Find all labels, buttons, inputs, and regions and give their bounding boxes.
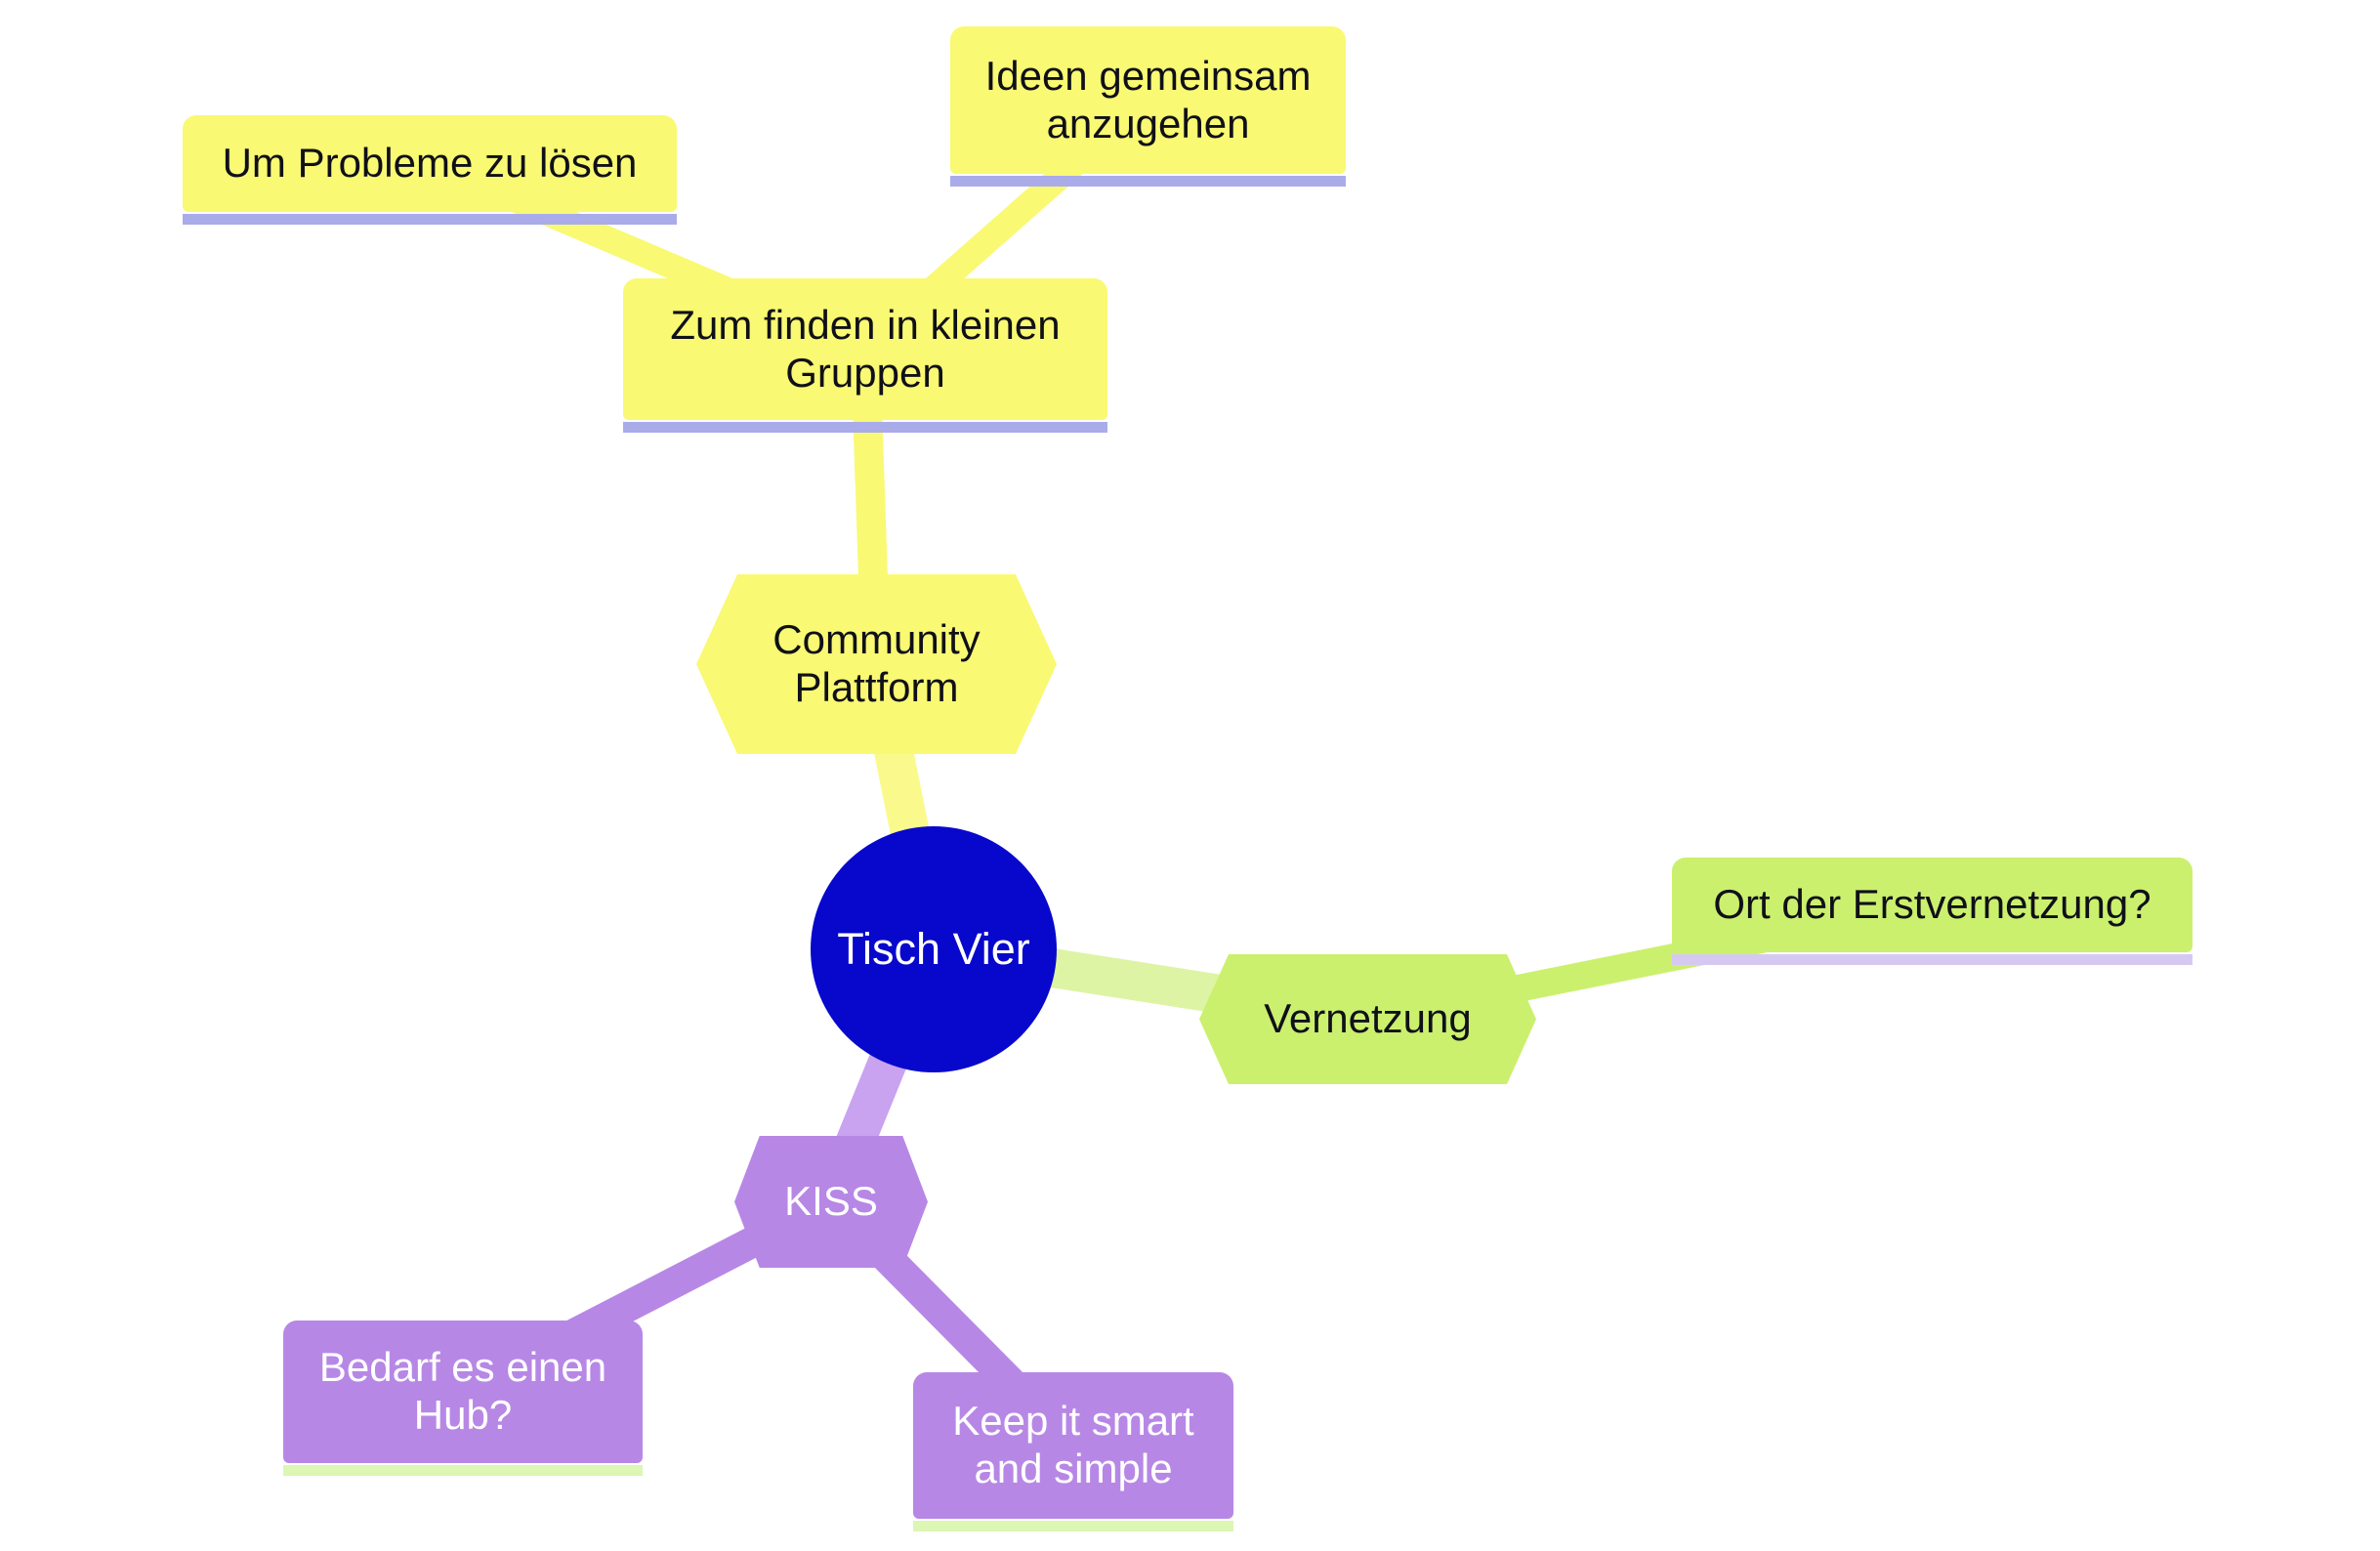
node-label: Ideen gemeinsam anzugehen xyxy=(984,52,1312,147)
node-label: KISS xyxy=(784,1178,878,1225)
node-label: Ort der Erstvernetzung? xyxy=(1713,881,2151,928)
node-vernetzung[interactable]: Vernetzung xyxy=(1199,954,1536,1084)
node-label: Keep it smart and simple xyxy=(952,1398,1194,1491)
node-ort-erstvernetzung[interactable]: Ort der Erstvernetzung? xyxy=(1672,858,2192,965)
node-ideen-gemeinsam[interactable]: Ideen gemeinsam anzugehen xyxy=(950,26,1346,187)
node-bedarf-hub[interactable]: Bedarf es einen Hub? xyxy=(283,1320,643,1476)
node-underline xyxy=(913,1521,1233,1531)
node-underline xyxy=(950,176,1346,187)
node-label: Um Probleme zu lösen xyxy=(222,140,638,187)
node-zum-finden[interactable]: Zum finden in kleinen Gruppen xyxy=(623,278,1107,433)
node-um-probleme[interactable]: Um Probleme zu lösen xyxy=(183,115,677,225)
node-label: Zum finden in kleinen Gruppen xyxy=(670,301,1061,396)
node-label: Tisch Vier xyxy=(837,923,1030,974)
node-label: Bedarf es einen Hub? xyxy=(318,1344,607,1438)
node-underline xyxy=(1672,954,2192,965)
node-keep-smart[interactable]: Keep it smart and simple xyxy=(913,1372,1233,1531)
node-label: Community Plattform xyxy=(772,616,981,710)
node-community-plattform[interactable]: Community Plattform xyxy=(696,574,1057,754)
node-label: Vernetzung xyxy=(1264,995,1472,1042)
node-underline xyxy=(283,1465,643,1476)
node-underline xyxy=(183,214,677,225)
node-tisch-vier[interactable]: Tisch Vier xyxy=(811,826,1057,1072)
node-kiss[interactable]: KISS xyxy=(734,1136,928,1268)
node-underline xyxy=(623,422,1107,433)
